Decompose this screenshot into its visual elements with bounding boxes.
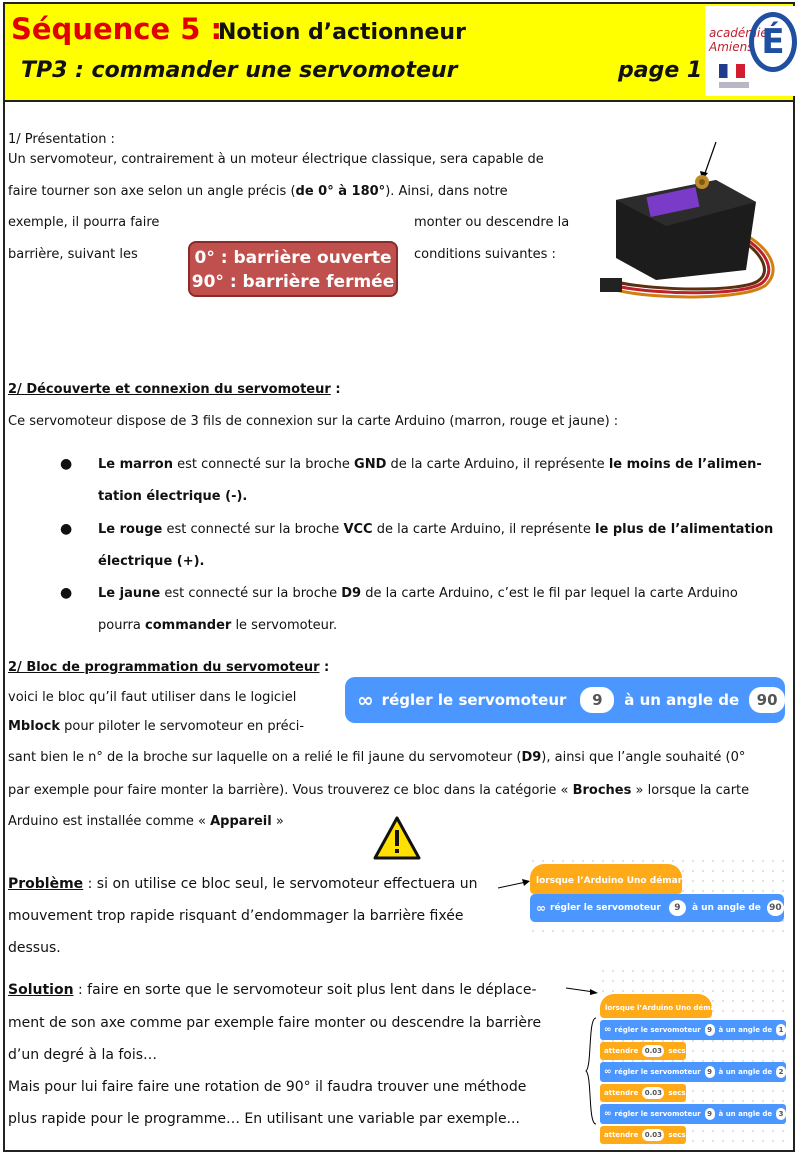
- pin-input[interactable]: 9: [668, 900, 686, 916]
- infinity-icon: ∞: [604, 1109, 612, 1119]
- wait-input[interactable]: 0.03: [642, 1129, 665, 1141]
- angle-input[interactable]: 2: [776, 1066, 786, 1078]
- wait-block-3[interactable]: attendre 0.03 secs: [600, 1126, 686, 1144]
- bullet-dot: ●: [60, 585, 73, 601]
- s3-line4: par exemple pour faire monter la barrièr…: [8, 783, 750, 798]
- servo-block-small[interactable]: ∞ régler le servomoteur 9 à un angle de …: [530, 894, 784, 922]
- bullet-rouge-l2: électrique (+).: [98, 554, 205, 569]
- solution-line1: Solution : faire en sorte que le servomo…: [8, 982, 537, 998]
- s1-line4b: conditions suivantes :: [414, 247, 556, 262]
- angle-input[interactable]: 3: [776, 1108, 786, 1120]
- s1-line3a: exemple, il pourra faire: [8, 215, 160, 230]
- french-flag-icon: [719, 64, 745, 78]
- s3-line2: Mblock pour piloter le servomoteur en pr…: [8, 719, 305, 734]
- notion-title: Notion d’actionneur: [218, 20, 466, 45]
- arduino-start-hat[interactable]: lorsque l’Arduino Uno démarre: [530, 864, 693, 894]
- pin-input[interactable]: 9: [580, 687, 615, 713]
- infinity-icon: ∞: [357, 688, 374, 712]
- bullet-dot: ●: [60, 521, 73, 537]
- servo-block-2[interactable]: ∞ régler le servomoteur 9 à un angle de …: [600, 1062, 786, 1082]
- republique-text-icon: [719, 82, 749, 88]
- pin-input[interactable]: 9: [704, 1024, 715, 1036]
- s3-line1: voici le bloc qu’il faut utiliser dans l…: [8, 690, 297, 705]
- angle-input[interactable]: 90: [766, 900, 784, 916]
- s3-line3: sant bien le n° de la broche sur laquell…: [8, 750, 746, 765]
- s2-intro: Ce servomoteur dispose de 3 fils de conn…: [8, 414, 619, 429]
- s1-line3b: monter ou descendre la: [414, 215, 570, 230]
- servo-block-large[interactable]: ∞ régler le servomoteur 9 à un angle de …: [345, 677, 785, 723]
- servo-block-3[interactable]: ∞ régler le servomoteur 9 à un angle de …: [600, 1104, 786, 1124]
- infinity-icon: ∞: [604, 1025, 612, 1035]
- section2-title: 2/ Découverte et connexion du servomoteu…: [8, 382, 341, 397]
- bullet-marron-l2: tation électrique (-).: [98, 489, 248, 504]
- problem-line3: dessus.: [8, 940, 61, 956]
- wait-block-2[interactable]: attendre 0.03 secs: [600, 1084, 686, 1102]
- bullet-jaune-l2: pourra commander le servomoteur.: [98, 618, 338, 633]
- s1-line4a: barrière, suivant les: [8, 247, 138, 262]
- servomotor-image: [600, 141, 775, 299]
- bullet-marron-l1: Le marron est connecté sur la broche GND…: [98, 457, 762, 472]
- s3-line5: Arduino est installée comme « Appareil »: [8, 814, 284, 829]
- solution-line3: d’un degré à la fois…: [8, 1047, 158, 1063]
- s1-line1: Un servomoteur, contrairement à un moteu…: [8, 152, 544, 167]
- section1-title: 1/ Présentation :: [8, 132, 115, 147]
- problem-line2: mouvement trop rapide risquant d’endomma…: [8, 908, 464, 924]
- header-banner: Séquence 5 : Notion d’actionneur TP3 : c…: [5, 4, 797, 102]
- bullet-rouge-l1: Le rouge est connecté sur la broche VCC …: [98, 522, 774, 537]
- barrier-conditions-box: 0° : barrière ouverte 90° : barrière fer…: [188, 241, 398, 297]
- infinity-icon: ∞: [536, 901, 546, 915]
- wait-block-1[interactable]: attendre 0.03 secs: [600, 1042, 686, 1060]
- arrow-icon: [498, 879, 530, 889]
- bullet-jaune-l1: Le jaune est connecté sur la broche D9 d…: [98, 586, 738, 601]
- solution-line5: plus rapide pour le programme… En utilis…: [8, 1111, 520, 1127]
- pin-input[interactable]: 9: [704, 1108, 715, 1120]
- page-frame: Séquence 5 : Notion d’actionneur TP3 : c…: [3, 2, 797, 1152]
- page-number: page 1: [618, 58, 703, 83]
- s1-line2: faire tourner son axe selon un angle pré…: [8, 184, 508, 199]
- sequence-title: Séquence 5 :: [11, 12, 223, 46]
- servo-block-1[interactable]: ∞ régler le servomoteur 9 à un angle de …: [600, 1020, 786, 1040]
- tp-title: TP3 : commander une servomoteur: [21, 58, 458, 83]
- arduino-start-hat-2[interactable]: lorsque l’Arduino Uno démarre: [600, 994, 727, 1018]
- wait-input[interactable]: 0.03: [642, 1045, 665, 1057]
- academie-logo: académie Amiens É: [705, 6, 797, 96]
- warning-icon: [373, 816, 421, 860]
- brace-icon: [585, 1017, 597, 1125]
- angle-input[interactable]: 90: [749, 687, 785, 713]
- arrow-icon: [566, 987, 598, 995]
- solution-line2: ment de son axe comme par exemple faire …: [8, 1015, 542, 1031]
- angle-input[interactable]: 1: [776, 1024, 786, 1036]
- pin-input[interactable]: 9: [704, 1066, 715, 1078]
- infinity-icon: ∞: [604, 1067, 612, 1077]
- section3-title: 2/ Bloc de programmation du servomoteur …: [8, 660, 330, 675]
- solution-line4: Mais pour lui faire faire une rotation d…: [8, 1079, 527, 1095]
- bullet-dot: ●: [60, 456, 73, 472]
- problem-line1: Problème : si on utilise ce bloc seul, l…: [8, 876, 478, 892]
- wait-input[interactable]: 0.03: [642, 1087, 665, 1099]
